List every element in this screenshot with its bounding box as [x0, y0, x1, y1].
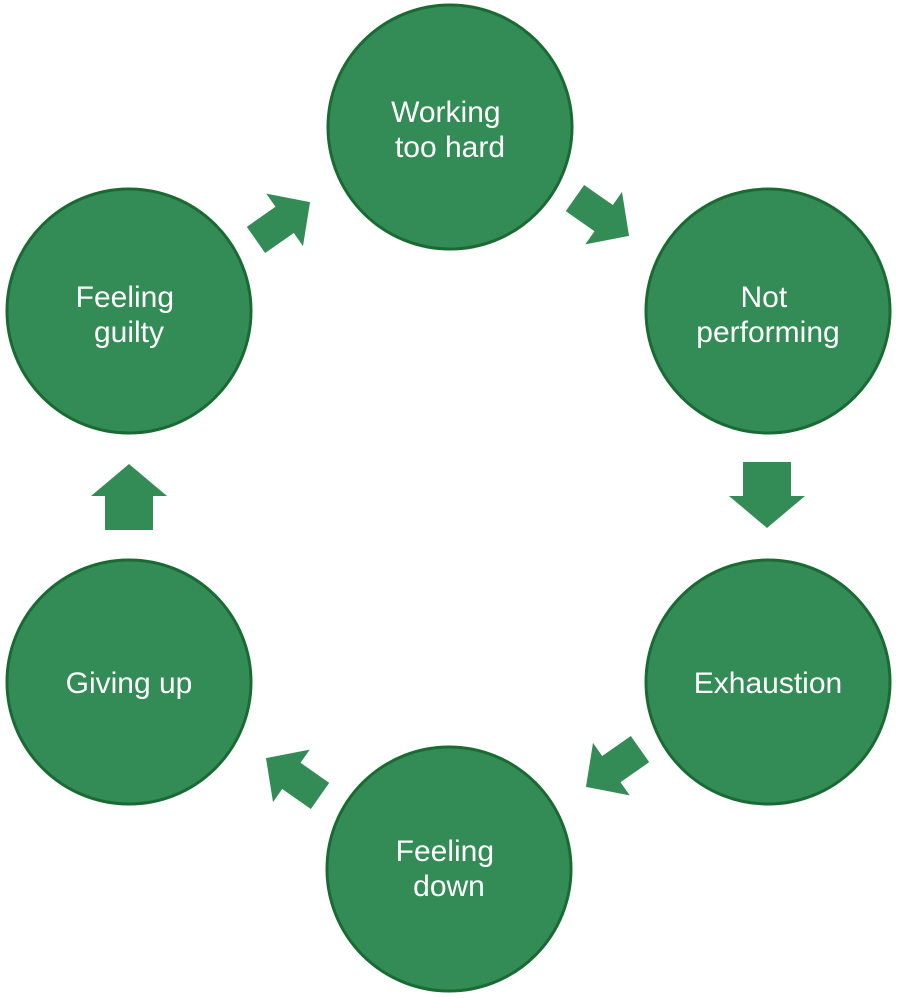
node-label-line: guilty	[94, 316, 164, 349]
node-label-line: performing	[696, 316, 839, 349]
arrow-giving-up-to-guilty	[91, 464, 167, 530]
node-exhaustion: Exhaustion	[644, 558, 892, 806]
node-giving-up: Giving up	[5, 558, 253, 806]
node-label-line: Working	[391, 96, 500, 129]
node-label-line: Feeling	[396, 835, 494, 868]
node-label: Not performing	[696, 281, 839, 349]
arrow-working-to-performing	[565, 184, 630, 245]
node-label-line: Not	[740, 281, 787, 314]
nodes-layer: Working too hard Not performing Exhausti…	[5, 3, 892, 993]
node-feeling-down: Feeling down	[325, 745, 573, 993]
node-label: Feeling guilty	[76, 281, 183, 349]
node-circle	[644, 187, 892, 435]
node-not-performing: Not performing	[644, 187, 892, 435]
node-label: Giving up	[66, 667, 193, 700]
node-circle	[5, 558, 253, 806]
arrow-down-to-giving-up	[265, 749, 330, 810]
node-working-too-hard: Working too hard	[326, 3, 574, 251]
node-circle	[5, 187, 253, 435]
arrow-exhaustion-to-down	[585, 735, 650, 796]
node-circle	[325, 745, 573, 993]
node-circle	[326, 3, 574, 251]
node-label-line: too hard	[395, 131, 505, 164]
arrow-performing-to-exhaustion	[729, 462, 805, 528]
node-label: Exhaustion	[694, 667, 842, 700]
node-label: Working too hard	[391, 96, 509, 164]
node-label-line: Feeling	[76, 281, 174, 314]
node-feeling-guilty: Feeling guilty	[5, 187, 253, 435]
node-circle	[644, 558, 892, 806]
arrows-layer	[91, 184, 805, 810]
node-label-line: Giving up	[66, 667, 193, 700]
arrow-guilty-to-working	[246, 193, 311, 254]
node-label-line: Exhaustion	[694, 667, 842, 700]
node-label-line: down	[413, 870, 485, 903]
node-label: Feeling down	[396, 835, 503, 903]
